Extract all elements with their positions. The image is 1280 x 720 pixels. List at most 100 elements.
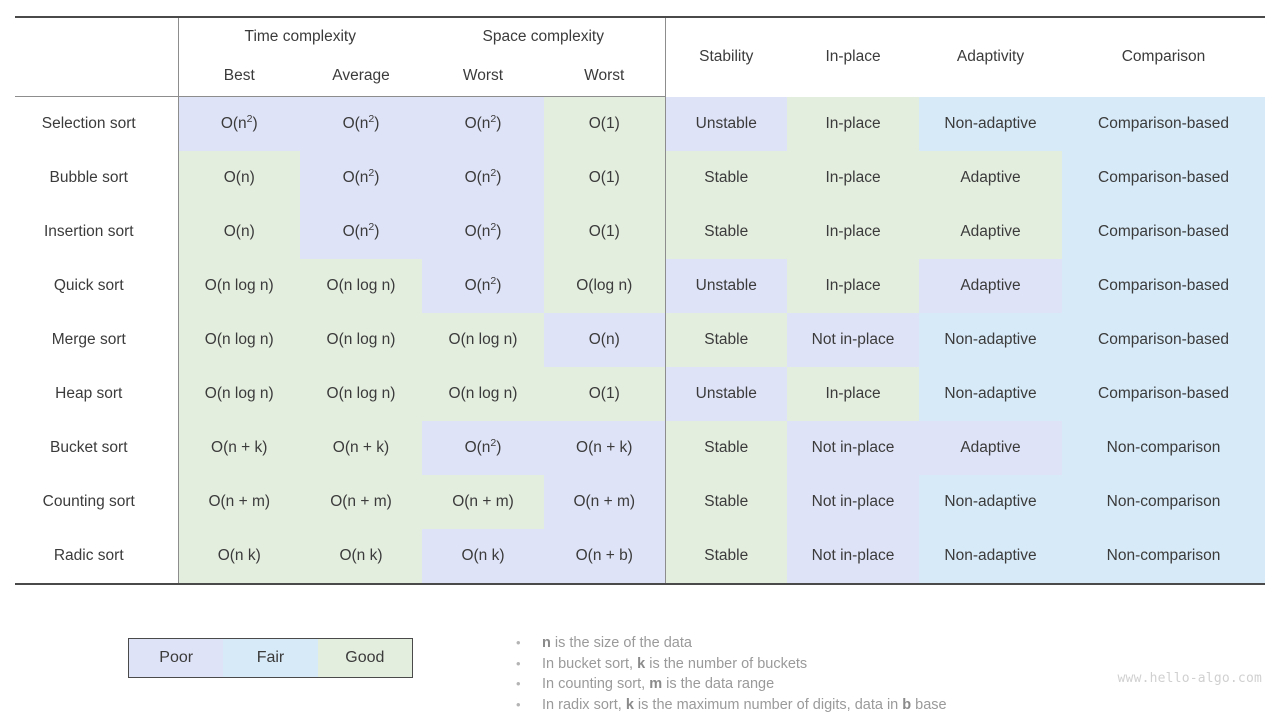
cell-stab: Unstable [665,259,788,313]
cell-inpl: Not in-place [787,529,920,585]
cell-worsts: O(log n) [544,259,666,313]
cell-adapt: Non-adaptive [919,475,1063,529]
cell-best: O(n + k) [177,421,300,475]
cell-best: O(n) [177,151,300,205]
sorting-algorithms-comparison-table: Time complexity Space complexity Stabili… [15,16,1266,585]
cell-stab: Stable [665,205,788,259]
cell-stab: Stable [665,151,788,205]
cell-worsts: O(1) [544,367,666,421]
cell-avg: O(n + k) [300,421,422,475]
cell-best: O(n) [177,205,300,259]
cell-adapt: Non-adaptive [919,367,1063,421]
row-label-quick-sort: Quick sort [53,277,124,294]
row-label-radic-sort: Radic sort [15,529,178,585]
cell-avg: O(n + m) [300,475,422,529]
cell-stab: Unstable [665,367,788,421]
cell-inpl: Not in-place [787,475,920,529]
watermark-text: www.hello-algo.com [1117,671,1262,686]
cell-adapt: Adaptive [919,205,1063,259]
header-col-best: Best [177,56,300,97]
header-col-worst-space: Worst [544,56,666,97]
row-label-counting-sort: Counting sort [42,493,135,510]
cell-adapt: Non-adaptive [919,529,1063,585]
row-label-bucket-sort: Bucket sort [49,439,128,456]
cell-best: O(n k) [177,529,300,585]
cell-comp: Comparison-based [1062,205,1266,259]
row-label-heap-sort: Heap sort [55,385,123,402]
cell-avg: O(n2) [300,96,422,151]
header-col-in-place: In-place [787,16,920,97]
row-label-insertion-sort: Insertion sort [43,223,134,240]
cell-best: O(n log n) [177,367,300,421]
header-col-stability: Stability [664,16,788,97]
cell-stab: Stable [665,313,788,367]
footnote-item: In radix sort, k is the maximum number o… [510,695,1110,716]
table-header: Time complexity Space complexity Stabili… [15,16,1266,97]
cell-adapt: Adaptive [919,151,1063,205]
header-col-worst-time: Worst [422,56,544,97]
header-group-time-complexity: Time complexity [177,16,422,56]
cell-comp: Non-comparison [1062,475,1266,529]
cell-comp: Comparison-based [1062,259,1266,313]
legend-segment-good: Good [317,639,412,677]
cell-inpl: Not in-place [787,313,920,367]
cell-worstt: O(n2) [422,151,544,205]
cell-worsts: O(1) [544,96,666,151]
cell-adapt: Adaptive [919,259,1063,313]
cell-worsts: O(n + b) [544,529,666,585]
cell-inpl: In-place [787,151,920,205]
header-corner-blank [15,16,178,56]
cell-worsts: O(n + k) [544,421,666,475]
cell-comp: Comparison-based [1062,96,1266,151]
cell-stab: Unstable [665,96,788,151]
cell-adapt: Non-adaptive [919,96,1063,151]
cell-inpl: In-place [787,367,920,421]
header-col-comparison: Comparison [1062,16,1266,97]
cell-stab: Stable [665,475,788,529]
cell-worsts: O(n) [544,313,666,367]
footnote-item: In bucket sort, k is the number of bucke… [510,654,1110,675]
cell-stab: Stable [665,529,788,585]
cell-comp: Non-comparison [1062,529,1266,585]
cell-avg: O(n log n) [300,367,422,421]
comparison-table-container: Time complexity Space complexity Stabili… [15,16,1266,585]
cell-worstt: O(n2) [422,96,544,151]
cell-adapt: Non-adaptive [919,313,1063,367]
cell-inpl: In-place [787,259,920,313]
cell-inpl: In-place [787,96,920,151]
footnotes-list: n is the size of the dataIn bucket sort,… [470,633,1110,715]
cell-comp: Non-comparison [1062,421,1266,475]
footnote-item: In counting sort, m is the data range [510,674,1110,695]
table-header-sub-row: Best Average Worst Worst [15,56,1265,97]
header-col-average: Average [300,56,422,97]
cell-worstt: O(n k) [422,529,544,585]
cell-avg: O(n2) [300,151,422,205]
cell-comp: Comparison-based [1062,313,1266,367]
table-header-group-row: Time complexity Space complexity Stabili… [15,16,1266,97]
cell-inpl: In-place [787,205,920,259]
cell-avg: O(n log n) [300,313,422,367]
cell-avg: O(n log n) [300,259,422,313]
row-label-selection-sort: Selection sort [41,115,136,132]
cell-worsts: O(1) [544,151,666,205]
legend-segment-fair: Fair [223,639,318,677]
row-label-merge-sort: Merge sort [51,331,126,348]
cell-worstt: O(n log n) [422,313,544,367]
cell-best: O(n log n) [177,259,300,313]
header-group-space-complexity: Space complexity [422,16,666,56]
cell-worstt: O(n + m) [422,475,544,529]
header-col-adaptivity: Adaptivity [919,16,1063,97]
cell-best: O(n + m) [177,475,300,529]
cell-best: O(n log n) [177,313,300,367]
cell-avg: O(n k) [300,529,422,585]
cell-comp: Comparison-based [1062,367,1266,421]
legend-segment-poor: Poor [129,639,224,677]
